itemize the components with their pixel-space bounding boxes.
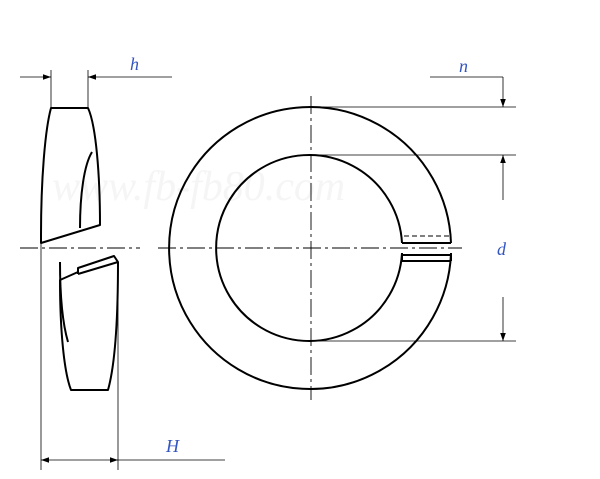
upper-coil-inner-curve: [79, 151, 93, 229]
H-label: H: [165, 436, 180, 456]
watermark-text: www.fb-fb80.com: [52, 164, 345, 210]
inner-circle-arc: [215, 154, 403, 342]
front-view: n d: [158, 56, 516, 400]
d-label: d: [497, 239, 507, 259]
lower-coil-cut-face: [77, 261, 119, 275]
side-view: h H: [20, 54, 225, 470]
outer-circle-arc: [168, 106, 452, 390]
lower-coil-inner-curve: [59, 261, 69, 343]
h-label: h: [130, 54, 139, 74]
n-label: n: [459, 56, 468, 76]
lower-coil-outline: [59, 255, 119, 391]
